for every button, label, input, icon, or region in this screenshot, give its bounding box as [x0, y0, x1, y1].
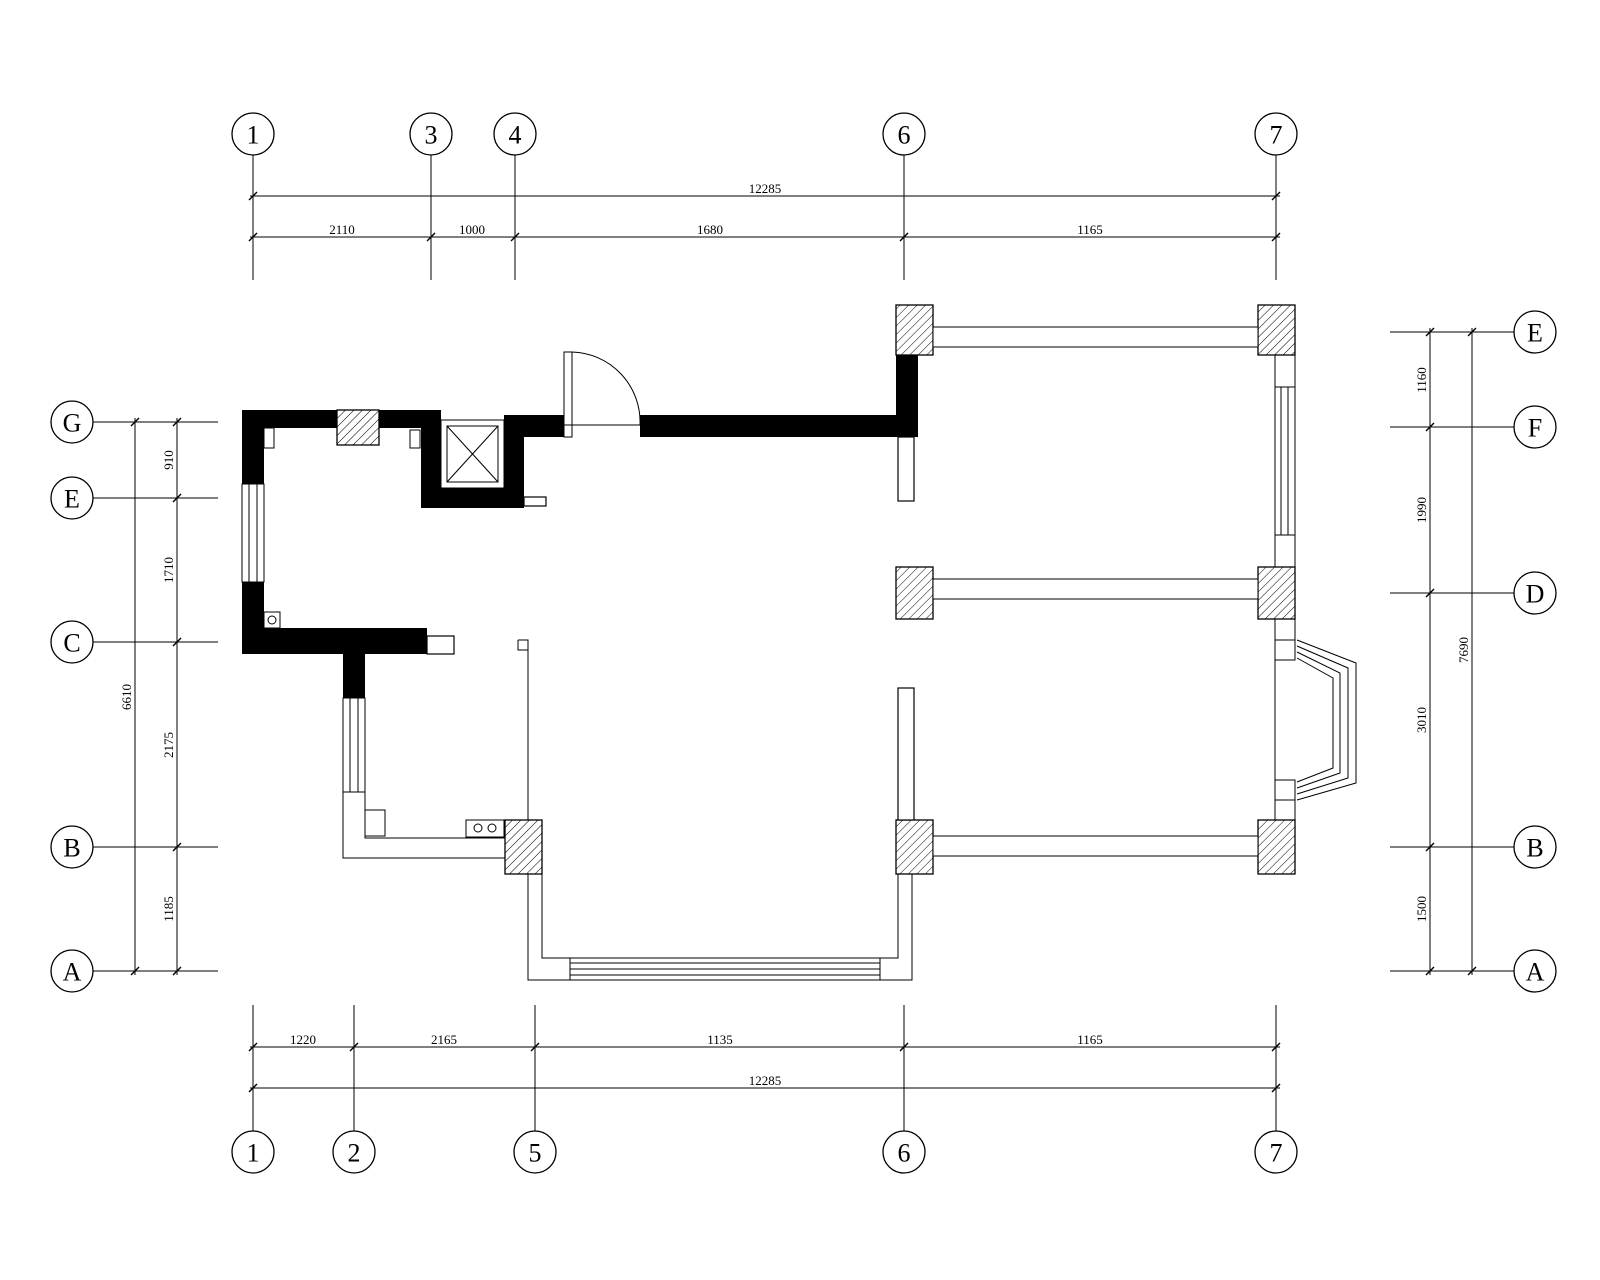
- svg-text:3: 3: [425, 121, 438, 150]
- grid-bubble-bottom-6: 6: [882, 1130, 926, 1174]
- svg-text:2: 2: [348, 1139, 361, 1168]
- dim-top-seg-1: 2110: [329, 222, 355, 237]
- grid-bubble-top-7: 7: [1254, 112, 1298, 156]
- dim-left-overall: 6610: [119, 684, 134, 710]
- dim-bottom-overall: 12285: [749, 1073, 782, 1088]
- dim-left-seg-4: 1185: [161, 896, 176, 922]
- grid-bubble-right-E: E: [1513, 310, 1557, 354]
- svg-text:B: B: [1526, 834, 1543, 863]
- grid-bubble-bottom-2: 2: [332, 1130, 376, 1174]
- dim-bottom-seg-3: 1135: [707, 1032, 733, 1047]
- dim-top-overall: 12285: [749, 181, 782, 196]
- grid-bubble-right-B: B: [1513, 825, 1557, 869]
- svg-text:7: 7: [1270, 1139, 1283, 1168]
- svg-text:A: A: [1526, 958, 1545, 987]
- grid-bubbles-left: G E C B A: [50, 400, 94, 993]
- grid-bubble-top-4: 4: [493, 112, 537, 156]
- svg-text:B: B: [63, 834, 80, 863]
- svg-text:A: A: [63, 958, 82, 987]
- duct-shaft: [440, 419, 505, 489]
- grid-bubble-left-C: C: [50, 620, 94, 664]
- dim-right-seg-3: 3010: [1414, 707, 1429, 733]
- dim-bottom-seg-2: 2165: [431, 1032, 457, 1047]
- dim-bottom-seg-4: 1165: [1077, 1032, 1103, 1047]
- grid-bubble-left-B: B: [50, 825, 94, 869]
- grid-bubble-bottom-7: 7: [1254, 1130, 1298, 1174]
- grid-bubble-left-G: G: [50, 400, 94, 444]
- svg-text:C: C: [63, 629, 80, 658]
- svg-text:6: 6: [898, 121, 911, 150]
- grid-bubble-right-D: D: [1513, 571, 1557, 615]
- dimension-texts: 12285 2110 1000 1680 1165 1220 2165 1135…: [119, 181, 1471, 1088]
- svg-text:4: 4: [509, 121, 522, 150]
- grid-bubble-top-1: 1: [231, 112, 275, 156]
- grid-bubble-top-6: 6: [882, 112, 926, 156]
- fixtures: [263, 427, 505, 838]
- svg-text:5: 5: [529, 1139, 542, 1168]
- grid-bubble-top-3: 3: [409, 112, 453, 156]
- dim-left-seg-1: 910: [161, 450, 176, 470]
- dim-bottom-seg-1: 1220: [290, 1032, 316, 1047]
- thin-walls: [342, 436, 915, 981]
- dim-top-seg-2: 1000: [459, 222, 485, 237]
- grid-leader-lines: [93, 155, 1514, 1131]
- svg-text:E: E: [1527, 319, 1543, 348]
- dim-right-seg-1: 1160: [1414, 367, 1429, 393]
- svg-text:F: F: [1528, 414, 1542, 443]
- dim-left-seg-3: 2175: [161, 732, 176, 758]
- dim-right-overall: 7690: [1456, 637, 1471, 663]
- svg-text:1: 1: [247, 121, 260, 150]
- svg-text:1: 1: [247, 1139, 260, 1168]
- dim-right-seg-2: 1990: [1414, 497, 1429, 523]
- dim-top-seg-3: 1680: [697, 222, 723, 237]
- dim-top-seg-4: 1165: [1077, 222, 1103, 237]
- grid-bubbles-right: E F D B A: [1513, 310, 1557, 993]
- svg-text:7: 7: [1270, 121, 1283, 150]
- dimension-lines: [130, 191, 1477, 1093]
- windows: [241, 326, 1357, 980]
- svg-text:E: E: [64, 485, 80, 514]
- grid-bubble-right-A: A: [1513, 949, 1557, 993]
- grid-bubbles-top: 1 3 4 6 7: [231, 112, 1298, 156]
- grid-bubbles-bottom: 1 2 5 6 7: [231, 1130, 1298, 1174]
- solid-walls: [242, 355, 918, 698]
- dim-right-seg-4: 1500: [1414, 896, 1429, 922]
- dim-left-seg-2: 1710: [161, 557, 176, 583]
- svg-text:G: G: [63, 409, 82, 438]
- grid-bubble-bottom-5: 5: [513, 1130, 557, 1174]
- entrance-door: [563, 351, 641, 438]
- grid-bubble-bottom-1: 1: [231, 1130, 275, 1174]
- svg-text:6: 6: [898, 1139, 911, 1168]
- svg-text:D: D: [1526, 580, 1545, 609]
- grid-bubble-left-E: E: [50, 476, 94, 520]
- grid-bubble-right-F: F: [1513, 405, 1557, 449]
- structural-columns: [336, 304, 1296, 875]
- grid-bubble-left-A: A: [50, 949, 94, 993]
